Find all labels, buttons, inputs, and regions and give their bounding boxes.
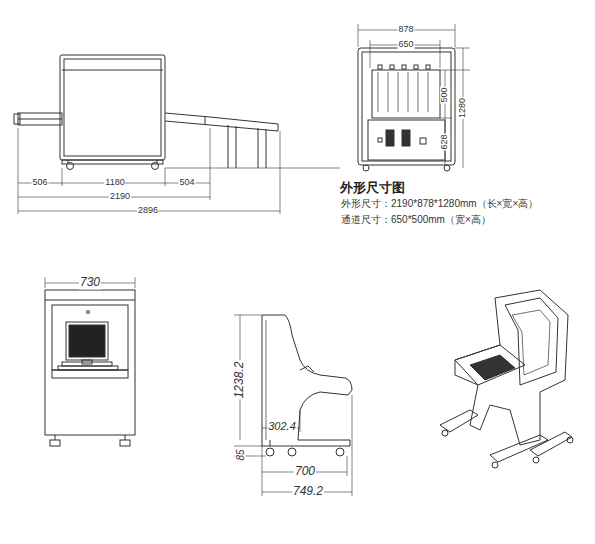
spec-note: 通道尺寸：650*500mm（宽×高） [340, 214, 492, 225]
dimension-label: 1280 [458, 97, 468, 119]
dimension-label: 504 [178, 178, 195, 188]
dimension-label: 650 [397, 40, 414, 50]
dimension-label: 506 [31, 178, 48, 188]
dimension-label: 730 [79, 276, 101, 289]
dimension-label: 1180 [104, 178, 125, 188]
dimension-label: 85 [235, 448, 246, 461]
dimension-label: 878 [397, 25, 414, 35]
spec-note: 外形尺寸：2190*878*1280mm（长×宽×高） [340, 198, 539, 209]
dimension-label: 2896 [137, 206, 159, 216]
dimension-label: 302.4 [267, 420, 297, 432]
front-view [358, 24, 470, 171]
dimension-label: 500 [440, 86, 450, 103]
dimension-label: 628 [440, 133, 450, 150]
dimension-label: 749.2 [292, 485, 324, 498]
dimension-label: 700 [294, 465, 316, 478]
drawing-title: 外形尺寸图 [340, 179, 405, 197]
dimension-label: 1238.2 [233, 361, 246, 400]
console-side [234, 315, 352, 496]
dimension-label: 2190 [109, 192, 131, 202]
console-front [45, 277, 135, 446]
console-perspective [440, 290, 573, 468]
side-view [14, 55, 340, 214]
